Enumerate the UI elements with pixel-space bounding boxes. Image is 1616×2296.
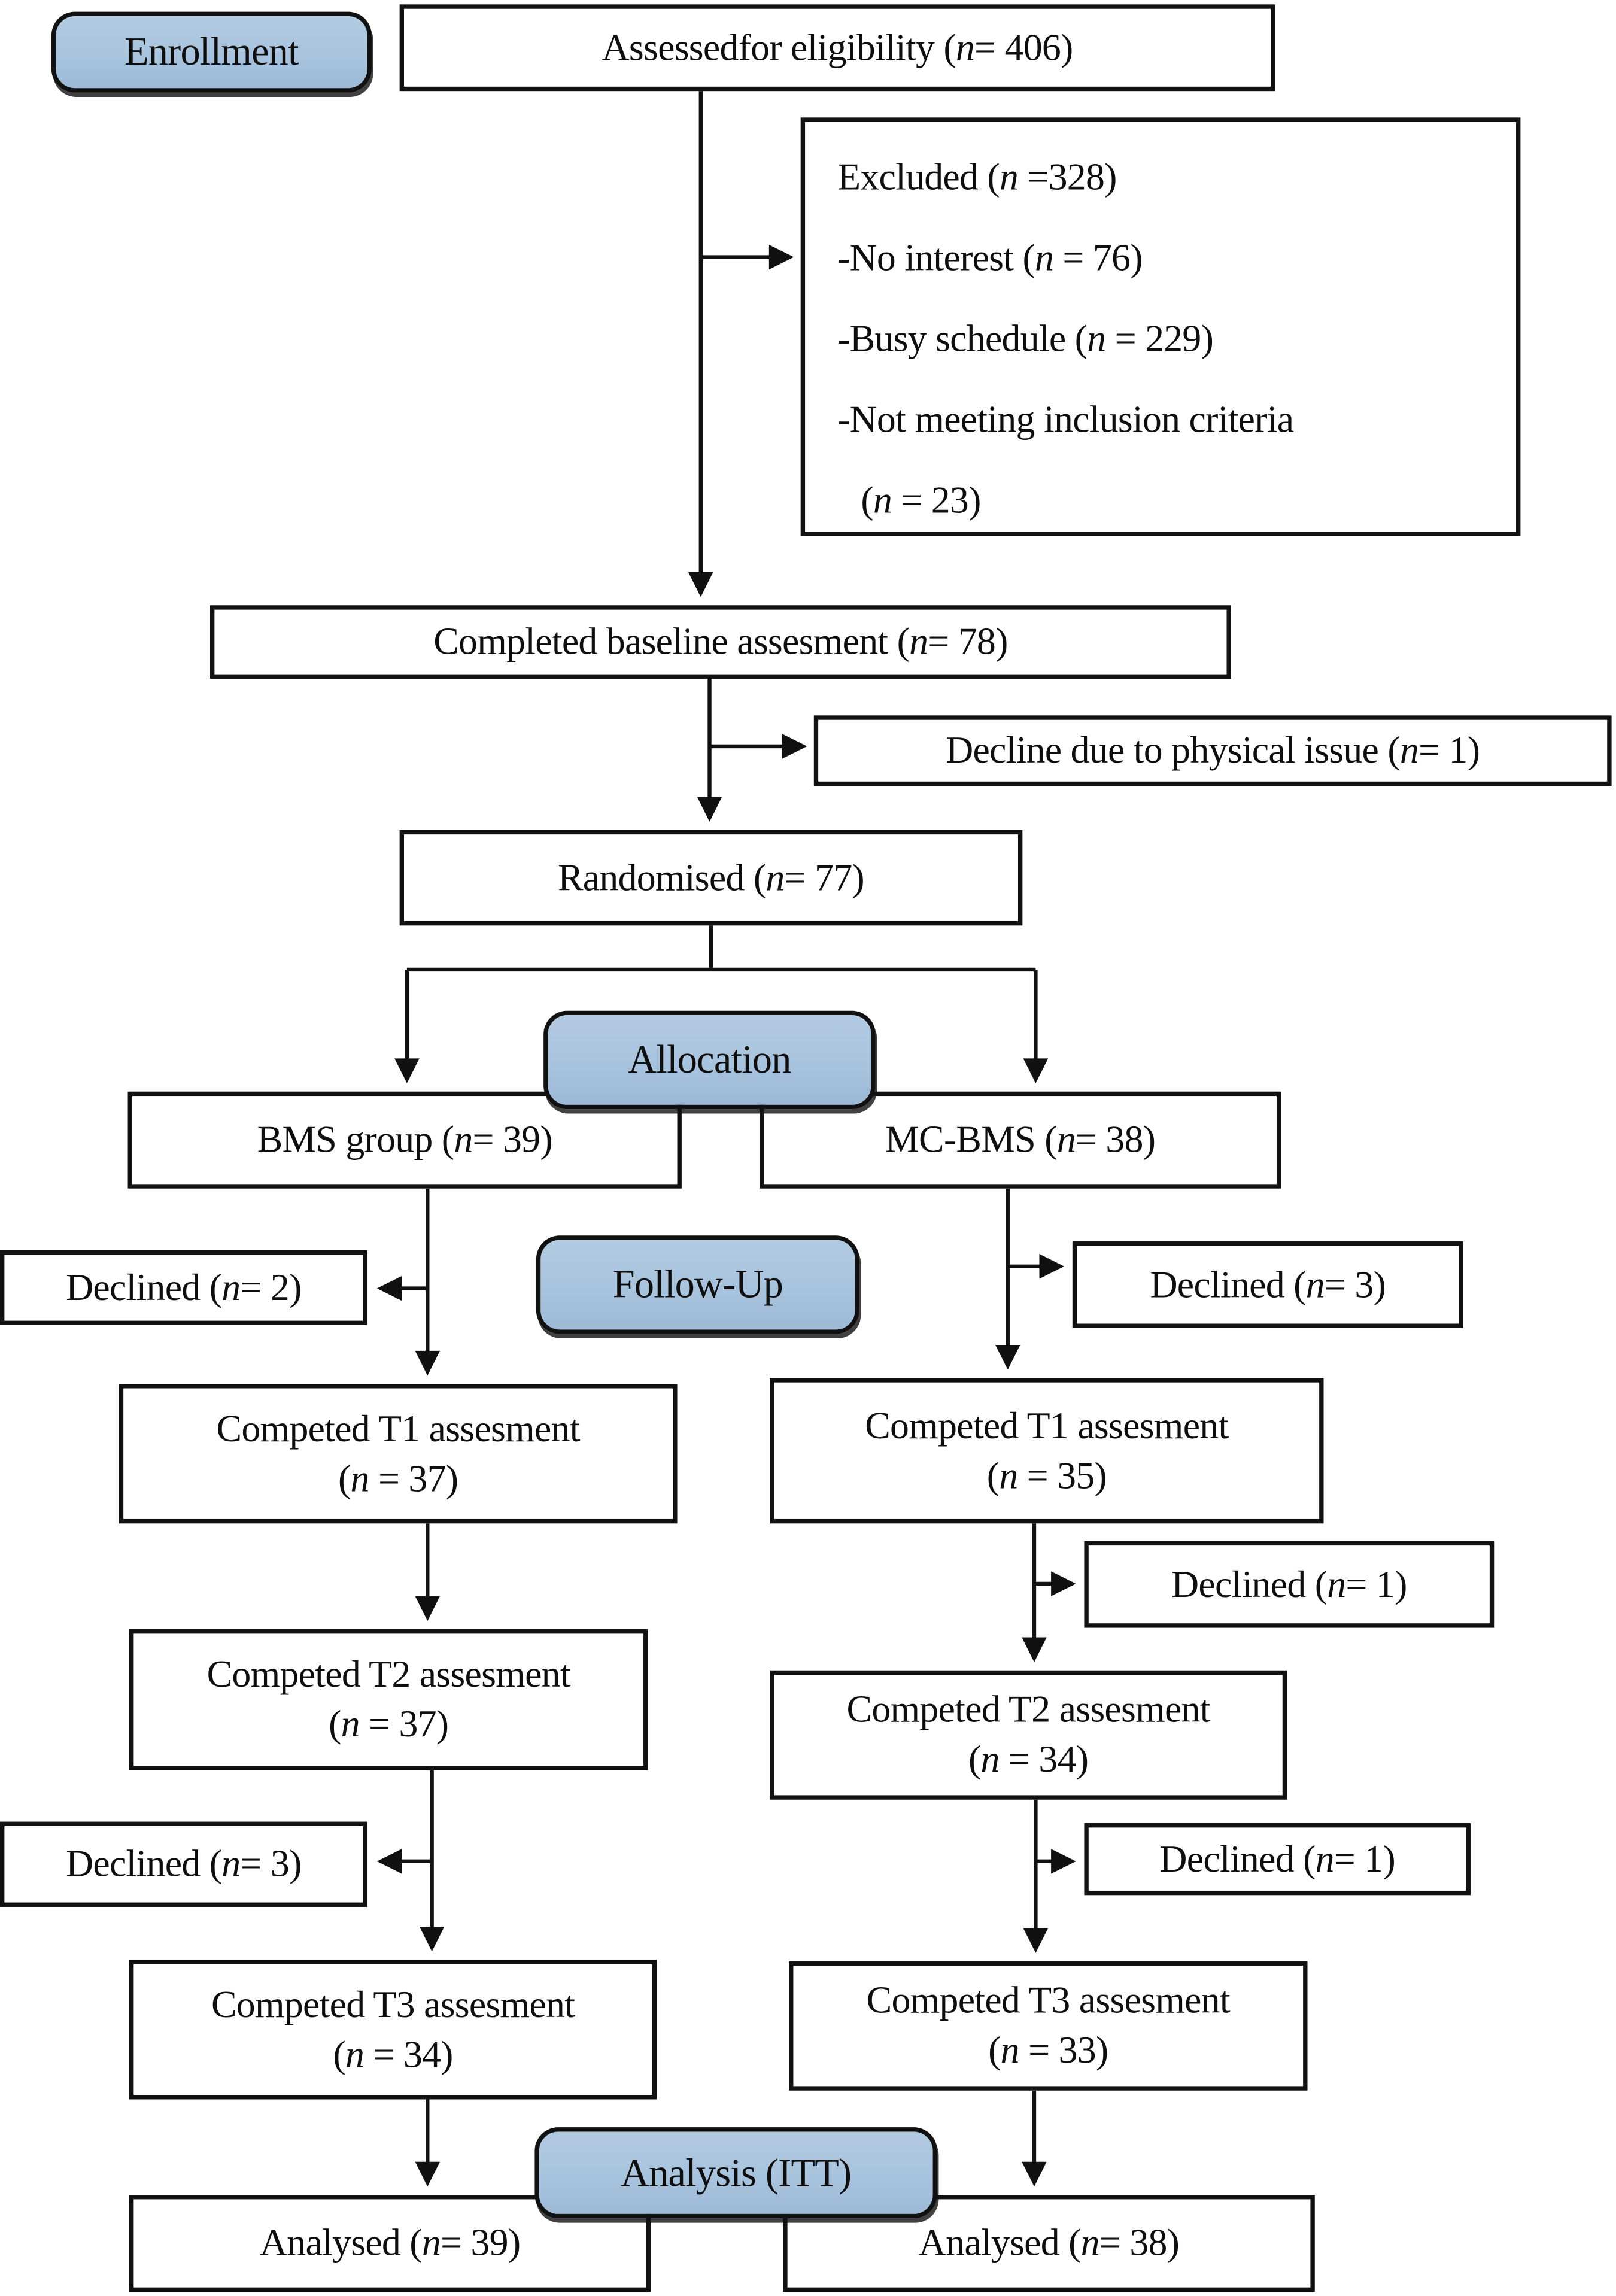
node-declined-t2-bms: Declined (n = 3) bbox=[0, 1821, 367, 1907]
node-t3-assessment-mc: Competed T3 assesment (n = 33) bbox=[789, 1961, 1308, 2091]
node-t3-assessment-bms: Competed T3 assesment (n = 34) bbox=[129, 1960, 657, 2100]
node-baseline-assessment: Completed baseline assesment (n = 78) bbox=[209, 605, 1231, 679]
t2-mc-line2: (n = 34) bbox=[968, 1738, 1089, 1781]
node-t2-assessment-mc: Competed T2 assesment (n = 34) bbox=[770, 1670, 1287, 1800]
stage-badge-analysis-itt: Analysis (ITT) bbox=[534, 2127, 937, 2219]
node-t2-assessment-bms: Competed T2 assesment (n = 37) bbox=[129, 1629, 648, 1770]
t1-mc-line1: Competed T1 assesment bbox=[865, 1404, 1229, 1447]
t1-bms-line1: Competed T1 assesment bbox=[216, 1407, 581, 1450]
node-assessed-eligibility: Assessedfor eligibility (n = 406) bbox=[399, 4, 1275, 92]
node-excluded: Excluded (n =328) -No interest (n = 76) … bbox=[800, 117, 1521, 536]
t3-bms-line1: Competed T3 assesment bbox=[211, 1982, 575, 2026]
node-declined-t1-mc: Declined (n = 1) bbox=[1084, 1541, 1495, 1628]
t1-mc-line2: (n = 35) bbox=[986, 1453, 1107, 1496]
t3-mc-line2: (n = 33) bbox=[988, 2028, 1108, 2072]
node-mc-bms-group: MC-BMS (n = 38) bbox=[759, 1091, 1281, 1189]
t2-bms-line2: (n = 37) bbox=[329, 1702, 449, 1745]
t1-bms-line2: (n = 37) bbox=[338, 1456, 458, 1499]
excluded-reason-inclusion-criteria: -Not meeting inclusion criteria bbox=[837, 398, 1294, 441]
excluded-reason-inclusion-criteria-n: (n = 23) bbox=[861, 479, 981, 522]
excluded-title: Excluded (n =328) bbox=[837, 156, 1117, 199]
t3-mc-line1: Competed T3 assesment bbox=[866, 1979, 1231, 2022]
node-decline-physical-issue: Decline due to physical issue (n = 1) bbox=[813, 715, 1612, 786]
excluded-reason-busy-schedule: -Busy schedule (n = 229) bbox=[837, 317, 1214, 360]
node-t1-assessment-mc: Competed T1 assesment (n = 35) bbox=[770, 1378, 1324, 1524]
node-declined-followup-bms: Declined (n = 2) bbox=[0, 1250, 367, 1325]
node-t1-assessment-bms: Competed T1 assesment (n = 37) bbox=[119, 1384, 678, 1524]
excluded-reason-no-interest: -No interest (n = 76) bbox=[837, 236, 1143, 280]
node-randomised: Randomised (n = 77) bbox=[399, 830, 1023, 926]
t3-bms-line2: (n = 34) bbox=[333, 2032, 453, 2075]
stage-badge-allocation: Allocation bbox=[543, 1010, 876, 1110]
node-declined-followup-mc: Declined (n = 3) bbox=[1072, 1241, 1463, 1328]
t2-mc-line1: Competed T2 assesment bbox=[846, 1688, 1211, 1731]
t2-bms-line1: Competed T2 assesment bbox=[206, 1653, 571, 1696]
node-declined-t2-mc: Declined (n = 1) bbox=[1084, 1823, 1471, 1896]
stage-badge-enrollment: Enrollment bbox=[51, 11, 372, 93]
stage-badge-follow-up: Follow-Up bbox=[536, 1235, 859, 1334]
